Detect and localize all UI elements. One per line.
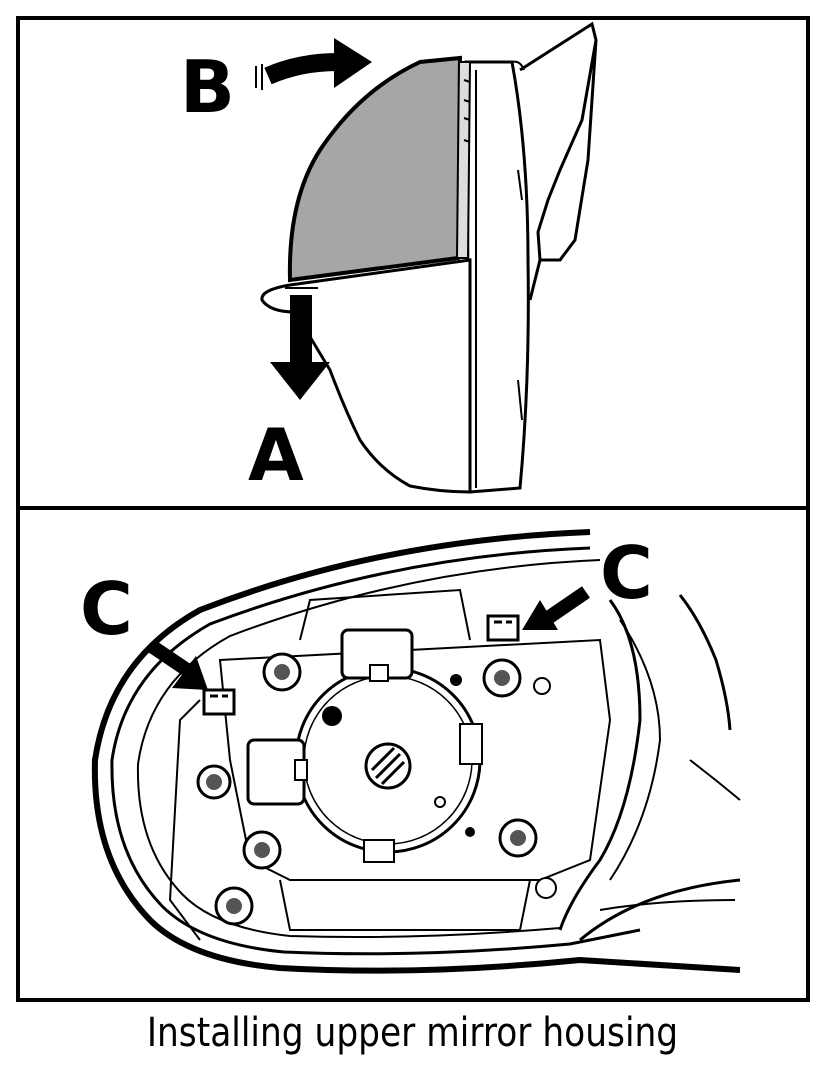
housing-rim-outer (91, 529, 741, 974)
tab-c-right (486, 614, 520, 642)
arrow-c-right-icon (522, 586, 590, 630)
tab-c-left (202, 688, 236, 716)
screw-boss-icon (196, 652, 557, 926)
label-c-right: C (600, 531, 653, 615)
upper-mirror-housing[interactable] (287, 55, 463, 283)
label-a: A (248, 413, 304, 497)
label-b: B (180, 45, 235, 129)
figure-caption: Installing upper mirror housing (146, 1010, 679, 1056)
label-c-left: C (80, 567, 133, 651)
top-panel: B A (180, 21, 598, 497)
mirror-arm (519, 21, 598, 262)
arrow-c-left-icon (146, 639, 208, 690)
lower-mirror-housing (260, 258, 472, 494)
arrow-b-icon (255, 38, 372, 90)
bottom-panel: C C (80, 529, 741, 974)
mirror-base (464, 60, 530, 494)
housing-rim-inner (110, 546, 641, 956)
arrow-a-icon (270, 287, 330, 400)
